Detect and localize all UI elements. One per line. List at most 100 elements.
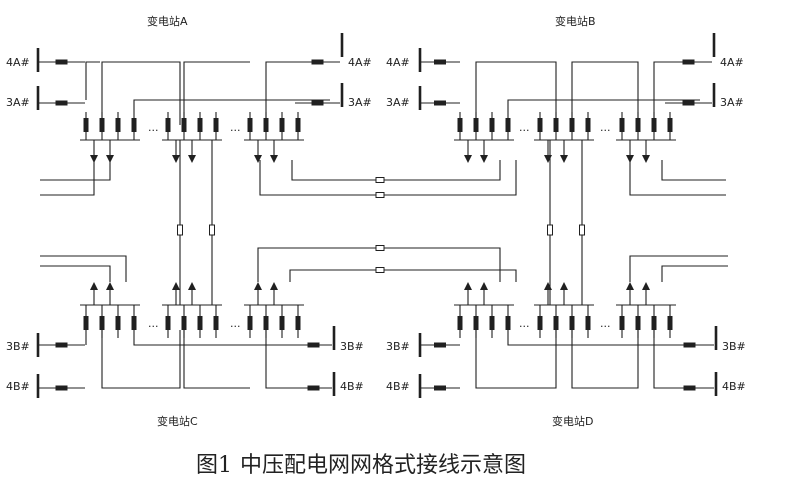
top-arrow-1 [188, 155, 196, 163]
bottom-arrow2-3 [464, 282, 472, 290]
a-loop-3a [133, 99, 330, 112]
top-arrow2-2 [254, 155, 262, 163]
a-to-b-feeder-2 [291, 160, 376, 181]
d-from-c-feeder-1 [384, 247, 501, 282]
c-loop-4b-right [265, 330, 296, 389]
bus-3b-label-right: 3B# [722, 340, 746, 353]
bottom-breaker-5-1 [635, 316, 641, 330]
top-breaker-4-2 [569, 118, 575, 132]
bus-4b-label-d-left: 4B# [386, 380, 410, 393]
d-from-c-feeder-2 [384, 269, 517, 282]
bottom-breaker-0-2 [115, 316, 121, 330]
symbols [55, 59, 696, 391]
feeder-top-breaker-5 [434, 100, 446, 106]
bottom-breaker-1-3 [213, 316, 219, 330]
feeder-bottom-breaker-3 [307, 385, 320, 391]
feeder-bottom-breaker-6 [683, 342, 696, 348]
bus-4a-label-right: 4A# [720, 56, 744, 69]
bottom-arrow-5 [642, 282, 650, 290]
bottom-arrow-2 [270, 282, 278, 290]
top-breaker-4-3 [585, 118, 591, 132]
a-to-b-feeder-1 [259, 160, 376, 196]
feeder-bottom-breaker-2 [307, 342, 320, 348]
bus-3a-label-right: 3A# [720, 96, 744, 109]
bus-3b-label-c-right: 3B# [340, 340, 364, 353]
bus-3b-label-d-left: 3B# [386, 340, 410, 353]
tie-switch-ac-1 [177, 224, 183, 236]
top-breaker-5-2 [651, 118, 657, 132]
bottom-arrow-4 [560, 282, 568, 290]
bus-4b-label-left: 4B# [6, 380, 30, 393]
bus-4a-label-b-left: 4A# [386, 56, 410, 69]
top-breaker-2-1 [263, 118, 269, 132]
top-arrow-0 [106, 155, 114, 163]
bottom-breaker-5-0 [619, 316, 625, 330]
station-d-label: 变电站D [552, 414, 593, 428]
feeder-bottom-breaker-7 [683, 385, 696, 391]
figure-caption-text: 中压配电网网格式接线示意图 [240, 453, 526, 478]
feeder-top-breaker-7 [682, 100, 695, 106]
top-breaker-4-0 [537, 118, 543, 132]
top-breaker-0-0 [83, 118, 89, 132]
c-loop-1 [101, 330, 181, 389]
wiring [36, 33, 728, 398]
c-loop-3b [133, 338, 300, 346]
top-breaker-2-3 [295, 118, 301, 132]
feeder-top-breaker-4 [434, 59, 446, 65]
feeder-top-breaker-0 [55, 59, 68, 65]
feeder-top-breaker-6 [682, 59, 695, 65]
bus-3a-label-b-left: 3A# [386, 96, 410, 109]
c-loop-2 [183, 330, 250, 389]
bottom-breaker-0-3 [131, 316, 137, 330]
feeder-bottom-breaker-1 [55, 385, 68, 391]
d-out-right-2 [661, 265, 728, 282]
top-arrow-2 [270, 155, 278, 163]
b-loop-3a [507, 99, 700, 112]
a-loop-1 [101, 61, 181, 125]
top-breaker-2-2 [279, 118, 285, 132]
feeder-top-breaker-3 [311, 100, 324, 106]
bottom-arrow2-4 [544, 282, 552, 290]
bottom-arrow-3 [480, 282, 488, 290]
bottom-breaker-1-0 [165, 316, 171, 330]
bottom-arrow-1 [188, 282, 196, 290]
bottom-breaker-4-2 [569, 316, 575, 330]
bottom-breaker-2-2 [279, 316, 285, 330]
b-loop-1 [475, 61, 557, 125]
ellipsis-a1: ... [148, 121, 159, 134]
bottom-breaker-3-1 [473, 316, 479, 330]
bottom-breaker-1-2 [197, 316, 203, 330]
bottom-breaker-2-3 [295, 316, 301, 330]
station-c-label: 变电站C [157, 414, 198, 428]
top-arrow2-3 [464, 155, 472, 163]
bottom-breaker-3-3 [505, 316, 511, 330]
bottom-arrow2-1 [172, 282, 180, 290]
d-out-right-1 [629, 255, 728, 282]
d-loop-4b-right [653, 330, 670, 389]
bus-3a-label-a-right: 3A# [348, 96, 372, 109]
a-loop-4a-right [265, 61, 296, 125]
top-breaker-5-3 [667, 118, 673, 132]
tie-switch-bd-2 [579, 224, 585, 236]
a-out-left-1 [40, 160, 111, 181]
bottom-breaker-5-3 [667, 316, 673, 330]
tie-switch-bd-1 [547, 224, 553, 236]
bottom-breaker-3-2 [489, 316, 495, 330]
feeder-top-breaker-1 [55, 100, 68, 106]
bottom-breaker-4-1 [553, 316, 559, 330]
ellipsis-a2: ... [230, 121, 241, 134]
top-breaker-4-1 [553, 118, 559, 132]
top-arrow-4 [560, 155, 568, 163]
bottom-arrow2-2 [254, 282, 262, 290]
bottom-breaker-0-0 [83, 316, 89, 330]
top-breaker-3-0 [457, 118, 463, 132]
top-breaker-0-2 [115, 118, 121, 132]
b-from-a-feeder-1 [384, 160, 517, 196]
station-a-label: 变电站A [147, 14, 188, 28]
top-breaker-1-2 [197, 118, 203, 132]
bottom-breaker-4-3 [585, 316, 591, 330]
top-breaker-1-1 [181, 118, 187, 132]
station-b-label: 变电站B [555, 14, 596, 28]
c-out-left-2 [40, 265, 111, 282]
top-breaker-5-1 [635, 118, 641, 132]
